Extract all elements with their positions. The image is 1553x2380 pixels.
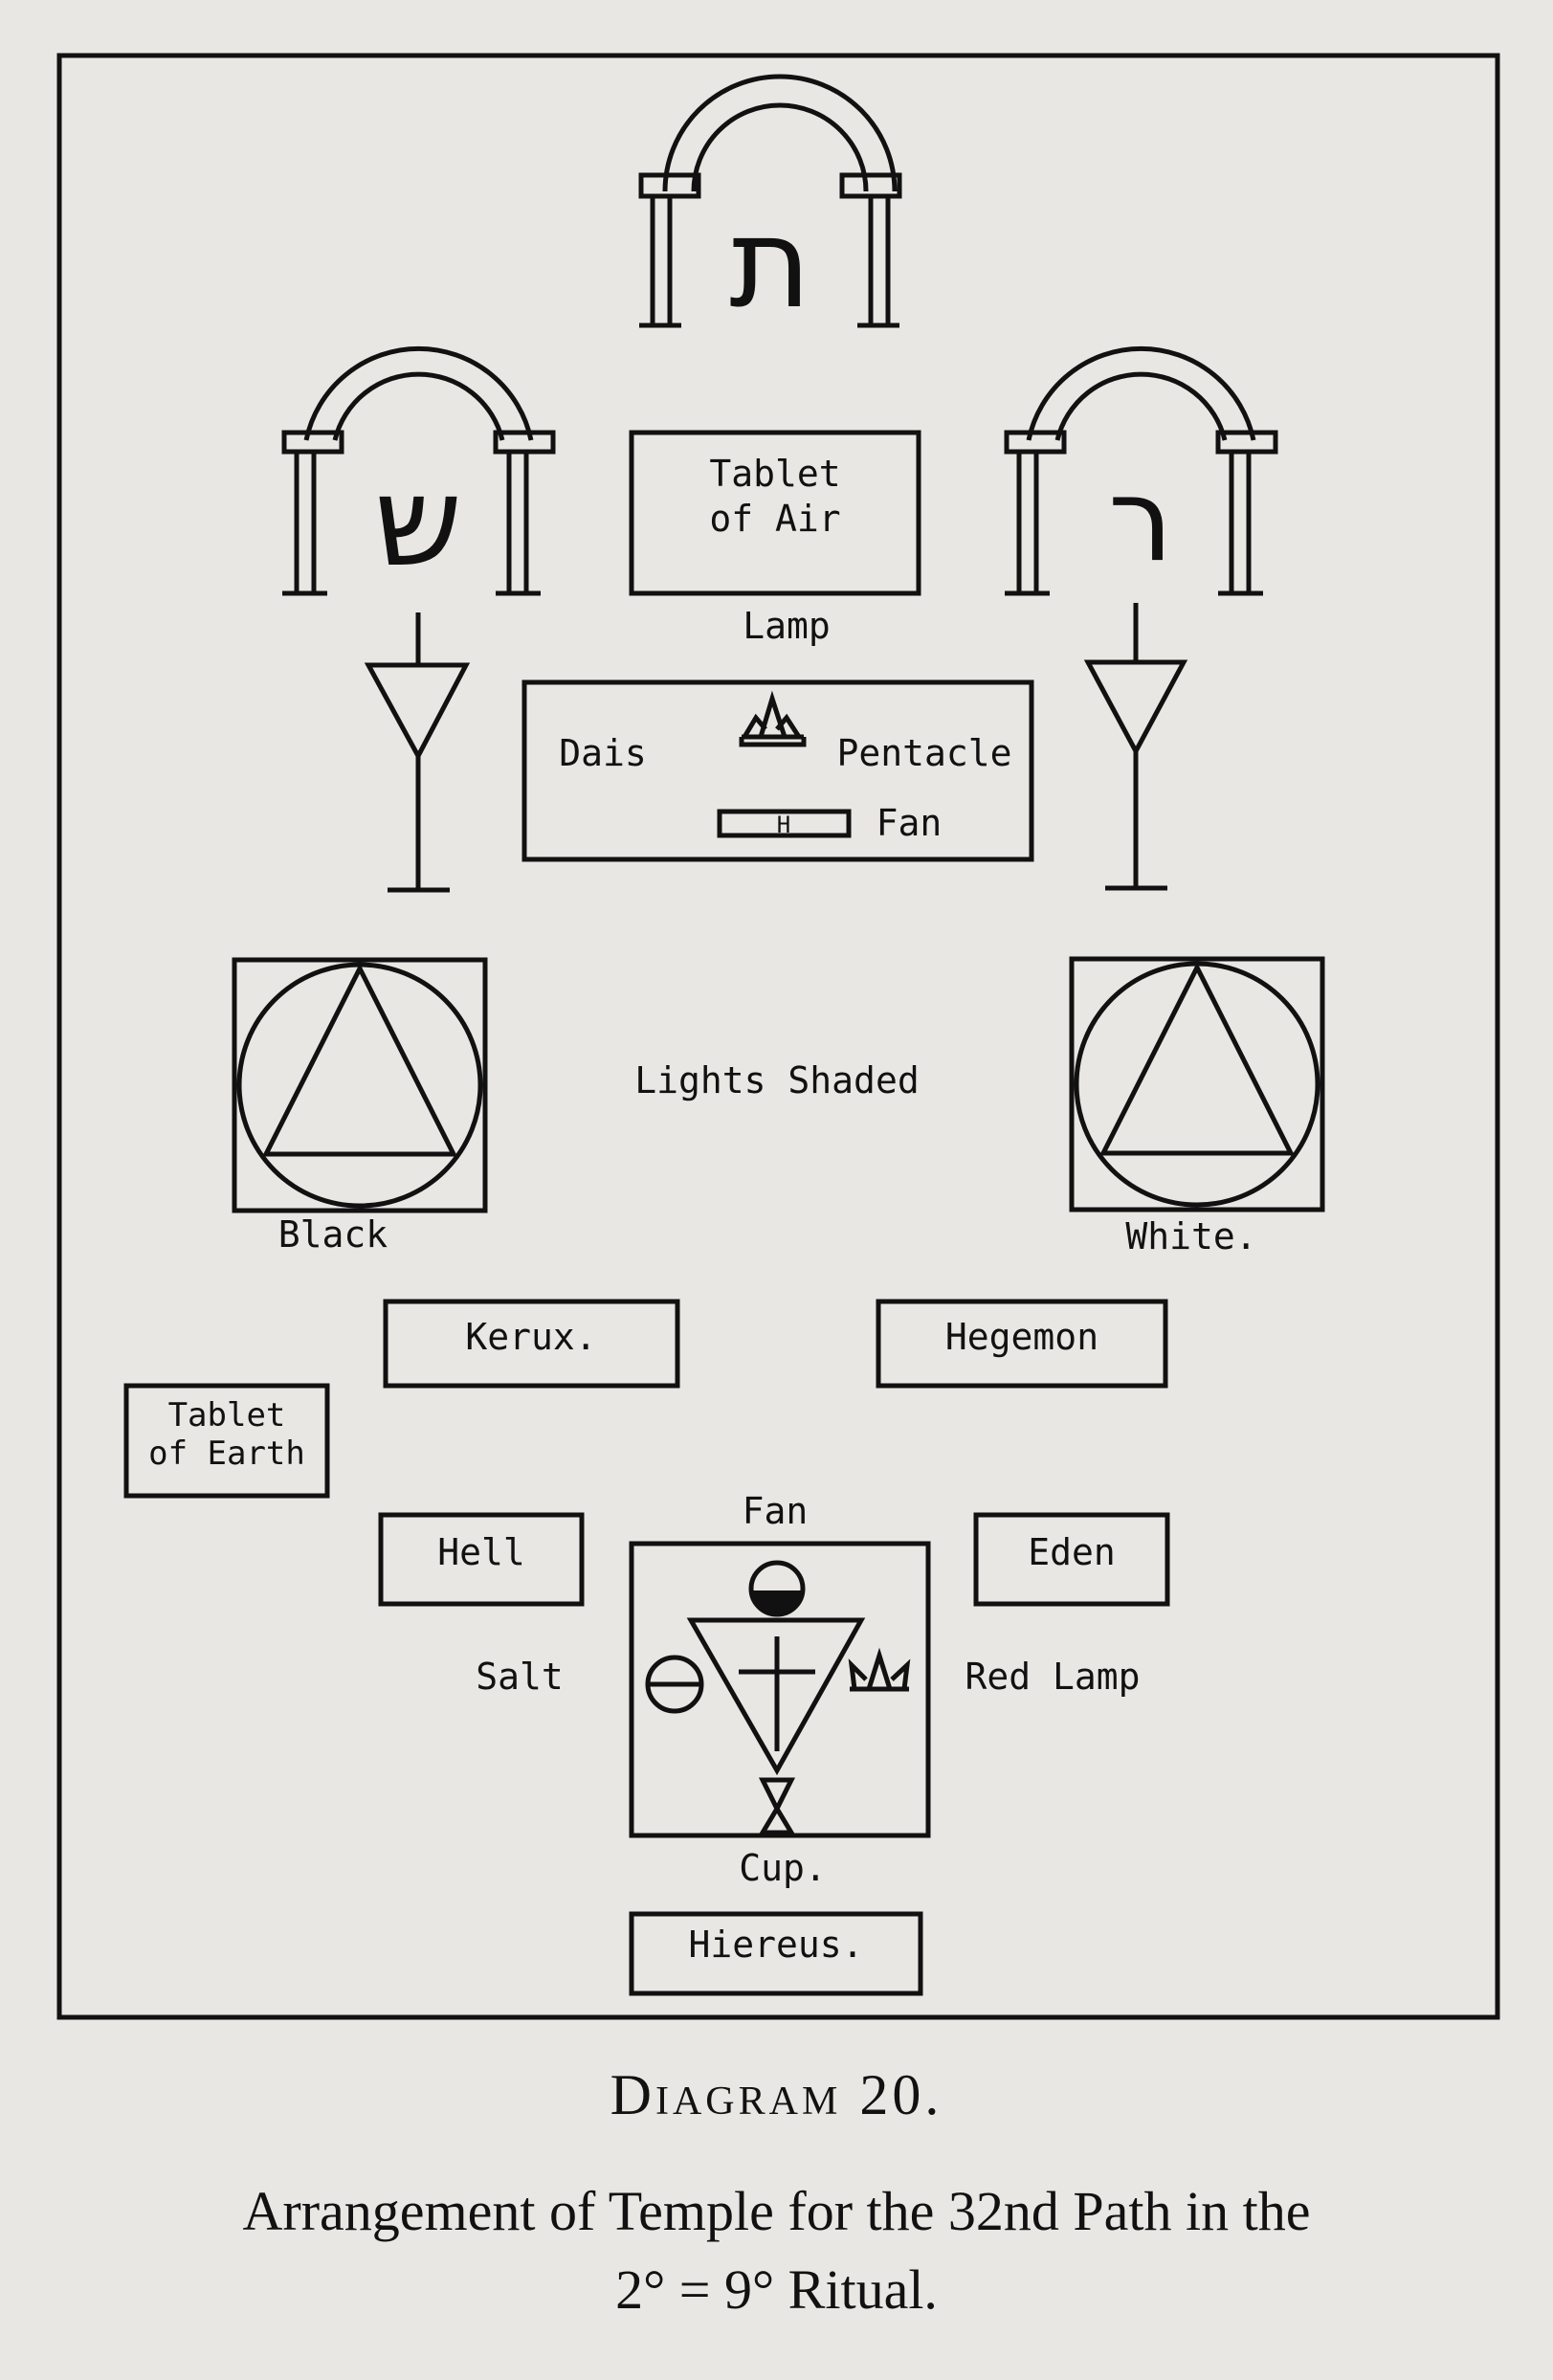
earth-triangle bbox=[686, 1617, 866, 1776]
eden-label: Eden bbox=[1028, 1531, 1116, 1573]
dais-fan-box bbox=[717, 809, 852, 838]
hiereus-label: Hiereus. bbox=[688, 1924, 863, 1966]
salt-label: Salt bbox=[476, 1656, 564, 1698]
kerux-label: Kerux. bbox=[465, 1316, 596, 1358]
lights-shaded-label: Lights Shaded bbox=[634, 1059, 919, 1101]
caption-title: Diagram 20. bbox=[610, 2063, 943, 2126]
eden-box bbox=[973, 1512, 1170, 1607]
cup-icon bbox=[758, 1777, 796, 1835]
kerux-box bbox=[383, 1299, 680, 1389]
red-lamp-label: Red Lamp bbox=[965, 1656, 1140, 1698]
tablet-of-earth-label-2: of Earth bbox=[148, 1435, 305, 1473]
left-pillar-symbol bbox=[364, 612, 471, 893]
diagram-border bbox=[56, 53, 1500, 2020]
dais-label: Dais bbox=[559, 732, 647, 774]
left-arch bbox=[281, 345, 556, 596]
tablet-of-air-label-1: Tablet bbox=[709, 453, 840, 495]
tablet-of-air-box bbox=[629, 430, 921, 596]
dais-h-label: H bbox=[777, 812, 790, 838]
tablet-of-air-label-2: of Air bbox=[709, 498, 840, 540]
right-pillar-symbol bbox=[1083, 603, 1188, 891]
hiereus-box bbox=[629, 1911, 923, 1996]
pentacle-label: Pentacle bbox=[836, 732, 1011, 774]
dais-box bbox=[521, 679, 1034, 862]
fan-top-label: Fan bbox=[876, 802, 943, 844]
caption-subtitle-line-1: Arrangement of Temple for the 32nd Path … bbox=[242, 2180, 1311, 2242]
hebrew-letter-shin: ש bbox=[374, 449, 462, 594]
tablet-of-earth-label-1: Tablet bbox=[168, 1396, 286, 1435]
white-label: White. bbox=[1125, 1215, 1256, 1257]
black-pillar bbox=[232, 957, 488, 1213]
caption-subtitle-line-2: 2° = 9° Ritual. bbox=[615, 2258, 938, 2321]
hell-box bbox=[378, 1512, 585, 1607]
caption-subtitle: Arrangement of Temple for the 32nd Path … bbox=[38, 2172, 1515, 2329]
fan-bottom-label: Fan bbox=[743, 1490, 809, 1532]
black-label: Black bbox=[278, 1213, 388, 1256]
altar-box bbox=[629, 1541, 931, 1838]
hegemon-box bbox=[876, 1299, 1168, 1389]
tablet-of-earth-box bbox=[123, 1383, 330, 1499]
right-arch bbox=[1004, 345, 1278, 596]
top-arch bbox=[638, 74, 902, 328]
lamp-icon bbox=[739, 690, 807, 747]
hell-label: Hell bbox=[437, 1531, 525, 1573]
white-pillar bbox=[1069, 956, 1325, 1212]
hebrew-letter-tau: ת bbox=[729, 190, 810, 336]
hegemon-label: Hegemon bbox=[945, 1316, 1098, 1358]
hebrew-letter-resh: ר bbox=[1108, 455, 1173, 588]
red-lamp-icon bbox=[848, 1647, 911, 1692]
cup-label: Cup. bbox=[739, 1847, 827, 1889]
lamp-label: Lamp bbox=[743, 605, 831, 647]
